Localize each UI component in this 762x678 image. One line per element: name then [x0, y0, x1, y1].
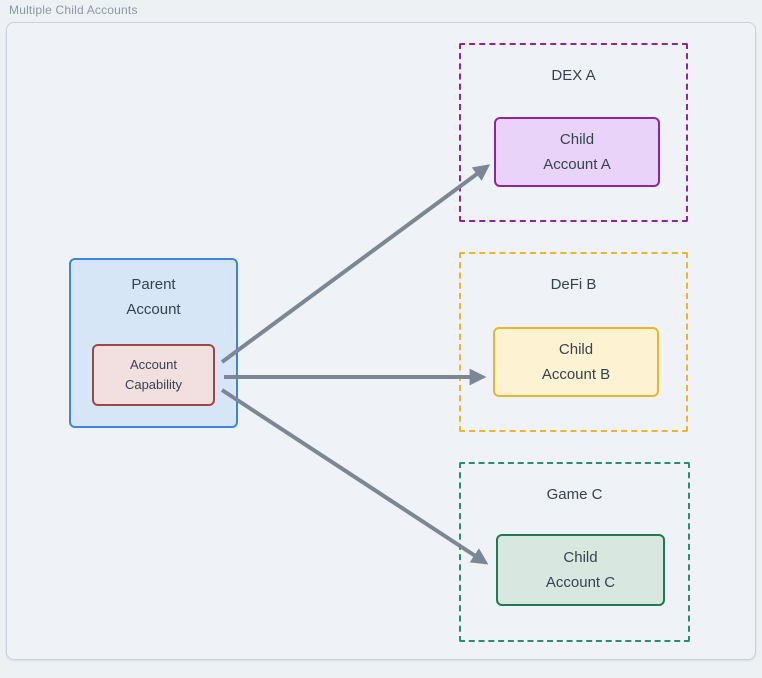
account-capability-node: Account Capability	[92, 344, 215, 406]
group-dex-a: DEX A Child Account A	[459, 43, 688, 222]
group-defi-b-label: DeFi B	[550, 276, 597, 293]
group-game-c: Game C Child Account C	[459, 462, 690, 642]
parent-account-label: Parent Account	[126, 276, 181, 318]
child-account-c-node: Child Account C	[496, 534, 665, 606]
group-defi-b: DeFi B Child Account B	[459, 252, 688, 432]
child-account-b-node: Child Account B	[493, 327, 659, 397]
group-game-c-label: Game C	[546, 486, 603, 503]
diagram-title: Multiple Child Accounts	[9, 3, 138, 17]
group-dex-a-label: DEX A	[551, 67, 596, 84]
child-account-a-node: Child Account A	[494, 117, 660, 187]
